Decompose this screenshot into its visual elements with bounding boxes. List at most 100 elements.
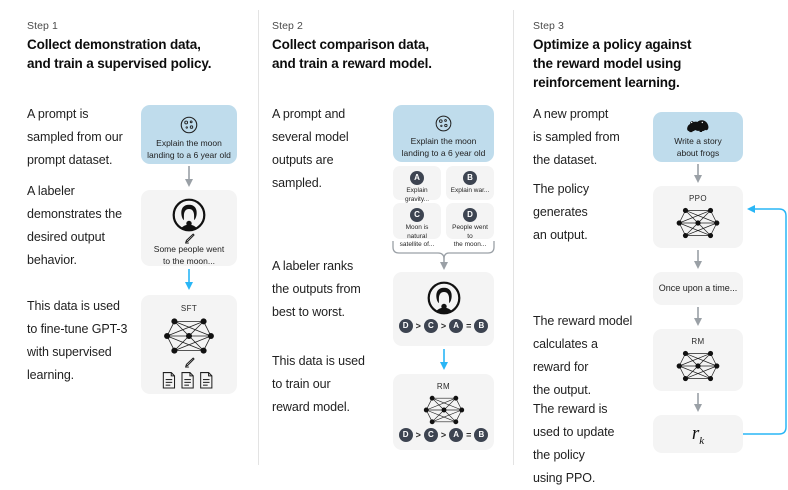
option-card-b: B Explain war...	[446, 166, 494, 200]
option-card-d: D People went to the moon...	[446, 203, 494, 248]
step-3-title: Optimize a policy against the reward mod…	[533, 35, 778, 92]
rank-badge-a: A	[449, 428, 464, 442]
step-3-ppo-card: PPO	[653, 186, 743, 248]
step-1-title-line-1: Collect demonstration data,	[27, 37, 201, 52]
step-2-label: Step 2	[272, 20, 303, 32]
step-1-title: Collect demonstration data, and train a …	[27, 35, 257, 73]
step-1-title-line-2: and train a supervised policy.	[27, 56, 212, 71]
option-badge-a: A	[410, 171, 424, 185]
rank-operator-1: >	[415, 321, 421, 331]
step-1-paragraph-3: This data is used to fine-tune GPT-3 wit…	[27, 299, 128, 382]
step-2-labeler-ranking: D > C > A = B	[393, 319, 494, 333]
step-2-rm-title: RM	[436, 382, 451, 391]
option-text-b: Explain war...	[450, 187, 490, 194]
labeler-avatar-icon	[141, 198, 237, 232]
step-3-output-text: Once upon a time...	[658, 283, 738, 293]
step-2-column: Step 2 Collect comparison data, and trai…	[258, 0, 513, 479]
step-3-label: Step 3	[533, 20, 564, 32]
option-text-c: Moon is natural satellite of...	[399, 224, 435, 248]
step-2-paragraph-3: This data is used to train our reward mo…	[272, 354, 365, 414]
rank-badge-c: C	[423, 319, 438, 333]
step-2-paragraph-2: A labeler ranks the outputs from best to…	[272, 259, 361, 319]
reward-symbol: rk	[653, 423, 743, 447]
step-2-prompt-caption: Explain the moon landing to a 6 year old	[401, 136, 486, 158]
step-2-rm-card: RM	[393, 374, 494, 450]
arrow-down-3b	[694, 250, 702, 269]
rank-badge-d: D	[398, 319, 413, 333]
option-badge-c: C	[410, 208, 424, 222]
column-divider-2	[513, 10, 514, 465]
step-2-title-line-2: and train a reward model.	[272, 56, 432, 71]
step-3-output-card: Once upon a time...	[653, 272, 743, 305]
step-2-prompt-card: Explain the moon landing to a 6 year old	[393, 105, 494, 162]
rank-badge-a: A	[449, 319, 464, 333]
step-3-paragraph-2: The policy generates an output.	[533, 182, 589, 242]
column-divider-1	[258, 10, 259, 465]
arrow-down-3a	[694, 164, 702, 183]
step-3-ppo-title: PPO	[688, 194, 708, 203]
step-2-title: Collect comparison data, and train a rew…	[272, 35, 507, 73]
rank-badge-d: D	[398, 428, 413, 442]
step-3-paragraph-1: A new prompt is sampled from the dataset…	[533, 107, 620, 167]
arrow-down-1b	[185, 269, 193, 290]
pencil-icon	[141, 232, 237, 245]
rank-operator-2: >	[440, 430, 447, 440]
step-3-title-line-1: Optimize a policy against	[533, 37, 692, 52]
labeler-avatar-icon	[393, 281, 494, 315]
documents-icon	[141, 371, 237, 390]
step-2-title-line-1: Collect comparison data,	[272, 37, 429, 52]
step-1-paragraph-1: A prompt is sampled from our prompt data…	[27, 107, 123, 167]
moon-icon	[141, 115, 237, 135]
arrow-down-2a	[440, 349, 448, 370]
option-badge-d: D	[463, 208, 477, 222]
rank-operator-3: =	[466, 430, 472, 440]
step-3-prompt-caption: Write a story about frogs	[674, 136, 722, 158]
neural-network-icon	[141, 315, 237, 357]
step-3-reward-card: rk	[653, 415, 743, 453]
merge-brace	[392, 241, 495, 270]
step-3-paragraph-3: The reward model calculates a reward for…	[533, 314, 633, 397]
option-text-a: Explain gravity...	[404, 187, 430, 203]
pencil-icon	[141, 356, 237, 369]
step-1-sft-card: SFT	[141, 295, 237, 394]
option-badge-b: B	[463, 171, 477, 185]
option-card-c: C Moon is natural satellite of...	[393, 203, 441, 248]
arrow-down-3d	[694, 393, 702, 412]
step-1-prompt-caption: Explain the moon landing to a 6 year old	[147, 138, 231, 160]
option-text-d: People went to the moon...	[452, 224, 488, 248]
moon-icon	[393, 114, 494, 133]
step-2-rm-ranking: D > C > A = B	[393, 428, 494, 442]
arrow-down-1a	[185, 166, 193, 187]
reward-symbol-subscript: k	[699, 434, 705, 447]
step-1-paragraph-2: A labeler demonstrates the desired outpu…	[27, 184, 122, 267]
step-1-labeler-caption: Some people went to the moon...	[153, 244, 225, 266]
reward-symbol-base: r	[691, 423, 700, 444]
step-1-sft-title: SFT	[180, 304, 198, 313]
feedback-loop-arrow	[743, 205, 787, 435]
rank-operator-2: >	[440, 321, 447, 331]
step-1-labeler-card: Some people went to the moon...	[141, 190, 237, 266]
option-card-a: A Explain gravity...	[393, 166, 441, 203]
rank-badge-b: B	[474, 428, 489, 442]
rank-operator-1: >	[415, 430, 421, 440]
step-2-labeler-card: D > C > A = B	[393, 272, 494, 346]
arrow-down-3c	[694, 307, 702, 326]
step-3-title-line-3: reinforcement learning.	[533, 75, 680, 90]
rank-badge-b: B	[474, 319, 489, 333]
step-3-title-line-2: the reward model using	[533, 56, 682, 71]
step-1-label: Step 1	[27, 20, 58, 32]
frog-icon	[653, 118, 743, 134]
neural-network-icon	[653, 348, 743, 384]
step-1-column: Step 1 Collect demonstration data, and t…	[0, 0, 258, 479]
step-3-column: Step 3 Optimize a policy against the rew…	[513, 0, 788, 485]
rank-operator-3: =	[466, 321, 472, 331]
step-1-prompt-card: Explain the moon landing to a 6 year old	[141, 105, 237, 164]
rank-badge-c: C	[423, 428, 438, 442]
neural-network-icon	[393, 393, 494, 427]
step-3-rm-card: RM	[653, 329, 743, 391]
step-3-rm-title: RM	[691, 337, 705, 346]
step-3-prompt-card: Write a story about frogs	[653, 112, 743, 162]
step-2-paragraph-1: A prompt and several model outputs are s…	[272, 107, 349, 190]
step-3-paragraph-4: The reward is used to update the policy …	[533, 402, 615, 485]
